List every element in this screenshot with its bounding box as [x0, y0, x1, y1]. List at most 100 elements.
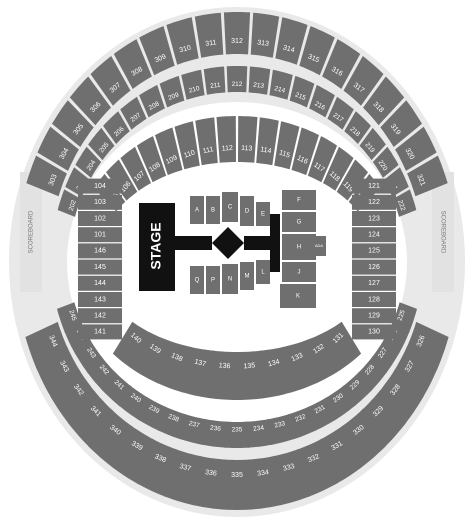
- section-206[interactable]: 206: [103, 111, 130, 144]
- section-315[interactable]: 315: [299, 26, 335, 76]
- section-124[interactable]: 124: [352, 227, 396, 243]
- section-327[interactable]: 327: [393, 346, 438, 400]
- section-117[interactable]: 117: [307, 136, 338, 183]
- section-341[interactable]: 341: [67, 390, 113, 449]
- section-111[interactable]: 111: [195, 117, 218, 166]
- section-b[interactable]: B: [206, 196, 220, 224]
- section-222[interactable]: 222: [393, 189, 417, 217]
- section-313[interactable]: 313: [250, 12, 280, 58]
- section-219[interactable]: 219: [359, 127, 386, 161]
- section-225[interactable]: 225: [392, 302, 417, 334]
- section-213[interactable]: 213: [248, 66, 271, 95]
- section-331[interactable]: 331: [319, 425, 363, 485]
- section-329[interactable]: 329: [361, 390, 407, 449]
- section-130[interactable]: 130: [352, 324, 396, 340]
- section-118[interactable]: 118: [323, 146, 354, 191]
- section-211[interactable]: 211: [203, 66, 226, 95]
- section-103[interactable]: 103: [78, 194, 122, 210]
- section-210[interactable]: 210: [181, 69, 205, 100]
- section-340[interactable]: 340: [88, 408, 133, 469]
- section-g[interactable]: G: [282, 212, 316, 232]
- section-237[interactable]: 237: [178, 413, 207, 445]
- section-208[interactable]: 208: [139, 84, 165, 118]
- section-314[interactable]: 314: [275, 17, 308, 65]
- section-239[interactable]: 239: [136, 396, 168, 432]
- section-142[interactable]: 142: [78, 308, 122, 324]
- section-d[interactable]: D: [240, 196, 254, 226]
- section-144[interactable]: 144: [78, 275, 122, 291]
- section-107[interactable]: 107: [120, 146, 151, 191]
- section-234[interactable]: 234: [246, 419, 273, 448]
- section-140[interactable]: 140: [112, 321, 151, 371]
- section-303[interactable]: 303: [26, 155, 67, 197]
- section-238[interactable]: 238: [157, 406, 187, 440]
- section-136[interactable]: 136: [208, 350, 239, 400]
- section-134[interactable]: 134: [259, 346, 293, 399]
- section-n[interactable]: N: [222, 264, 238, 294]
- section-116[interactable]: 116: [291, 127, 320, 176]
- section-131[interactable]: 131: [323, 321, 362, 371]
- section-215[interactable]: 215: [289, 75, 315, 108]
- section-110[interactable]: 110: [174, 121, 200, 170]
- section-108[interactable]: 108: [136, 136, 167, 183]
- section-114[interactable]: 114: [256, 117, 279, 166]
- section-310[interactable]: 310: [166, 17, 199, 65]
- section-236[interactable]: 236: [201, 419, 228, 448]
- section-132[interactable]: 132: [303, 332, 341, 384]
- section-318[interactable]: 318: [363, 76, 405, 126]
- section-344[interactable]: 344: [25, 321, 68, 371]
- section-326[interactable]: 326: [406, 321, 449, 371]
- section-216[interactable]: 216: [309, 84, 335, 118]
- section-217[interactable]: 217: [327, 96, 354, 130]
- section-141[interactable]: 141: [78, 324, 122, 340]
- section-205[interactable]: 205: [88, 127, 115, 161]
- section-143[interactable]: 143: [78, 292, 122, 307]
- section-101[interactable]: 101: [78, 227, 122, 243]
- section-343[interactable]: 343: [36, 346, 81, 400]
- section-306[interactable]: 306: [69, 76, 111, 126]
- section-135[interactable]: 135: [235, 350, 266, 400]
- section-218[interactable]: 218: [344, 111, 371, 144]
- section-328[interactable]: 328: [378, 369, 424, 426]
- section-j[interactable]: J: [282, 262, 316, 282]
- section-137[interactable]: 137: [181, 346, 215, 399]
- section-235[interactable]: 235: [224, 421, 250, 448]
- section-m[interactable]: M: [240, 262, 254, 290]
- section-309[interactable]: 309: [139, 26, 175, 76]
- section-112[interactable]: 112: [216, 116, 237, 163]
- section-l[interactable]: L: [256, 260, 270, 284]
- section-336[interactable]: 336: [191, 455, 226, 510]
- section-233[interactable]: 233: [267, 413, 296, 445]
- section-304[interactable]: 304: [37, 126, 79, 171]
- section-330[interactable]: 330: [341, 408, 386, 469]
- section-332[interactable]: 332: [296, 438, 338, 498]
- section-307[interactable]: 307: [90, 56, 131, 106]
- section-214[interactable]: 214: [269, 69, 293, 100]
- section-102[interactable]: 102: [78, 211, 122, 226]
- section-h[interactable]: H: [282, 234, 316, 260]
- section-316[interactable]: 316: [322, 39, 361, 89]
- section-220[interactable]: 220: [372, 146, 399, 178]
- section-113[interactable]: 113: [238, 116, 258, 163]
- section-k[interactable]: K: [280, 284, 316, 308]
- section-308[interactable]: 308: [113, 39, 152, 89]
- section-146[interactable]: 146: [78, 243, 122, 259]
- section-109[interactable]: 109: [155, 127, 183, 176]
- section-122[interactable]: 122: [352, 194, 396, 210]
- section-138[interactable]: 138: [156, 340, 192, 393]
- section-342[interactable]: 342: [50, 369, 96, 426]
- section-321[interactable]: 321: [407, 155, 448, 197]
- section-204[interactable]: 204: [75, 146, 102, 178]
- section-q[interactable]: Q: [190, 266, 204, 294]
- section-c[interactable]: C: [222, 192, 238, 222]
- section-p[interactable]: P: [206, 266, 220, 294]
- section-121[interactable]: 121: [352, 178, 396, 194]
- section-319[interactable]: 319: [380, 100, 422, 147]
- section-207[interactable]: 207: [120, 96, 147, 130]
- section-337[interactable]: 337: [163, 448, 202, 506]
- section-126[interactable]: 126: [352, 259, 396, 275]
- section-320[interactable]: 320: [395, 126, 437, 171]
- section-212[interactable]: 212: [226, 66, 248, 93]
- section-145[interactable]: 145: [78, 259, 122, 275]
- section-115[interactable]: 115: [274, 121, 300, 170]
